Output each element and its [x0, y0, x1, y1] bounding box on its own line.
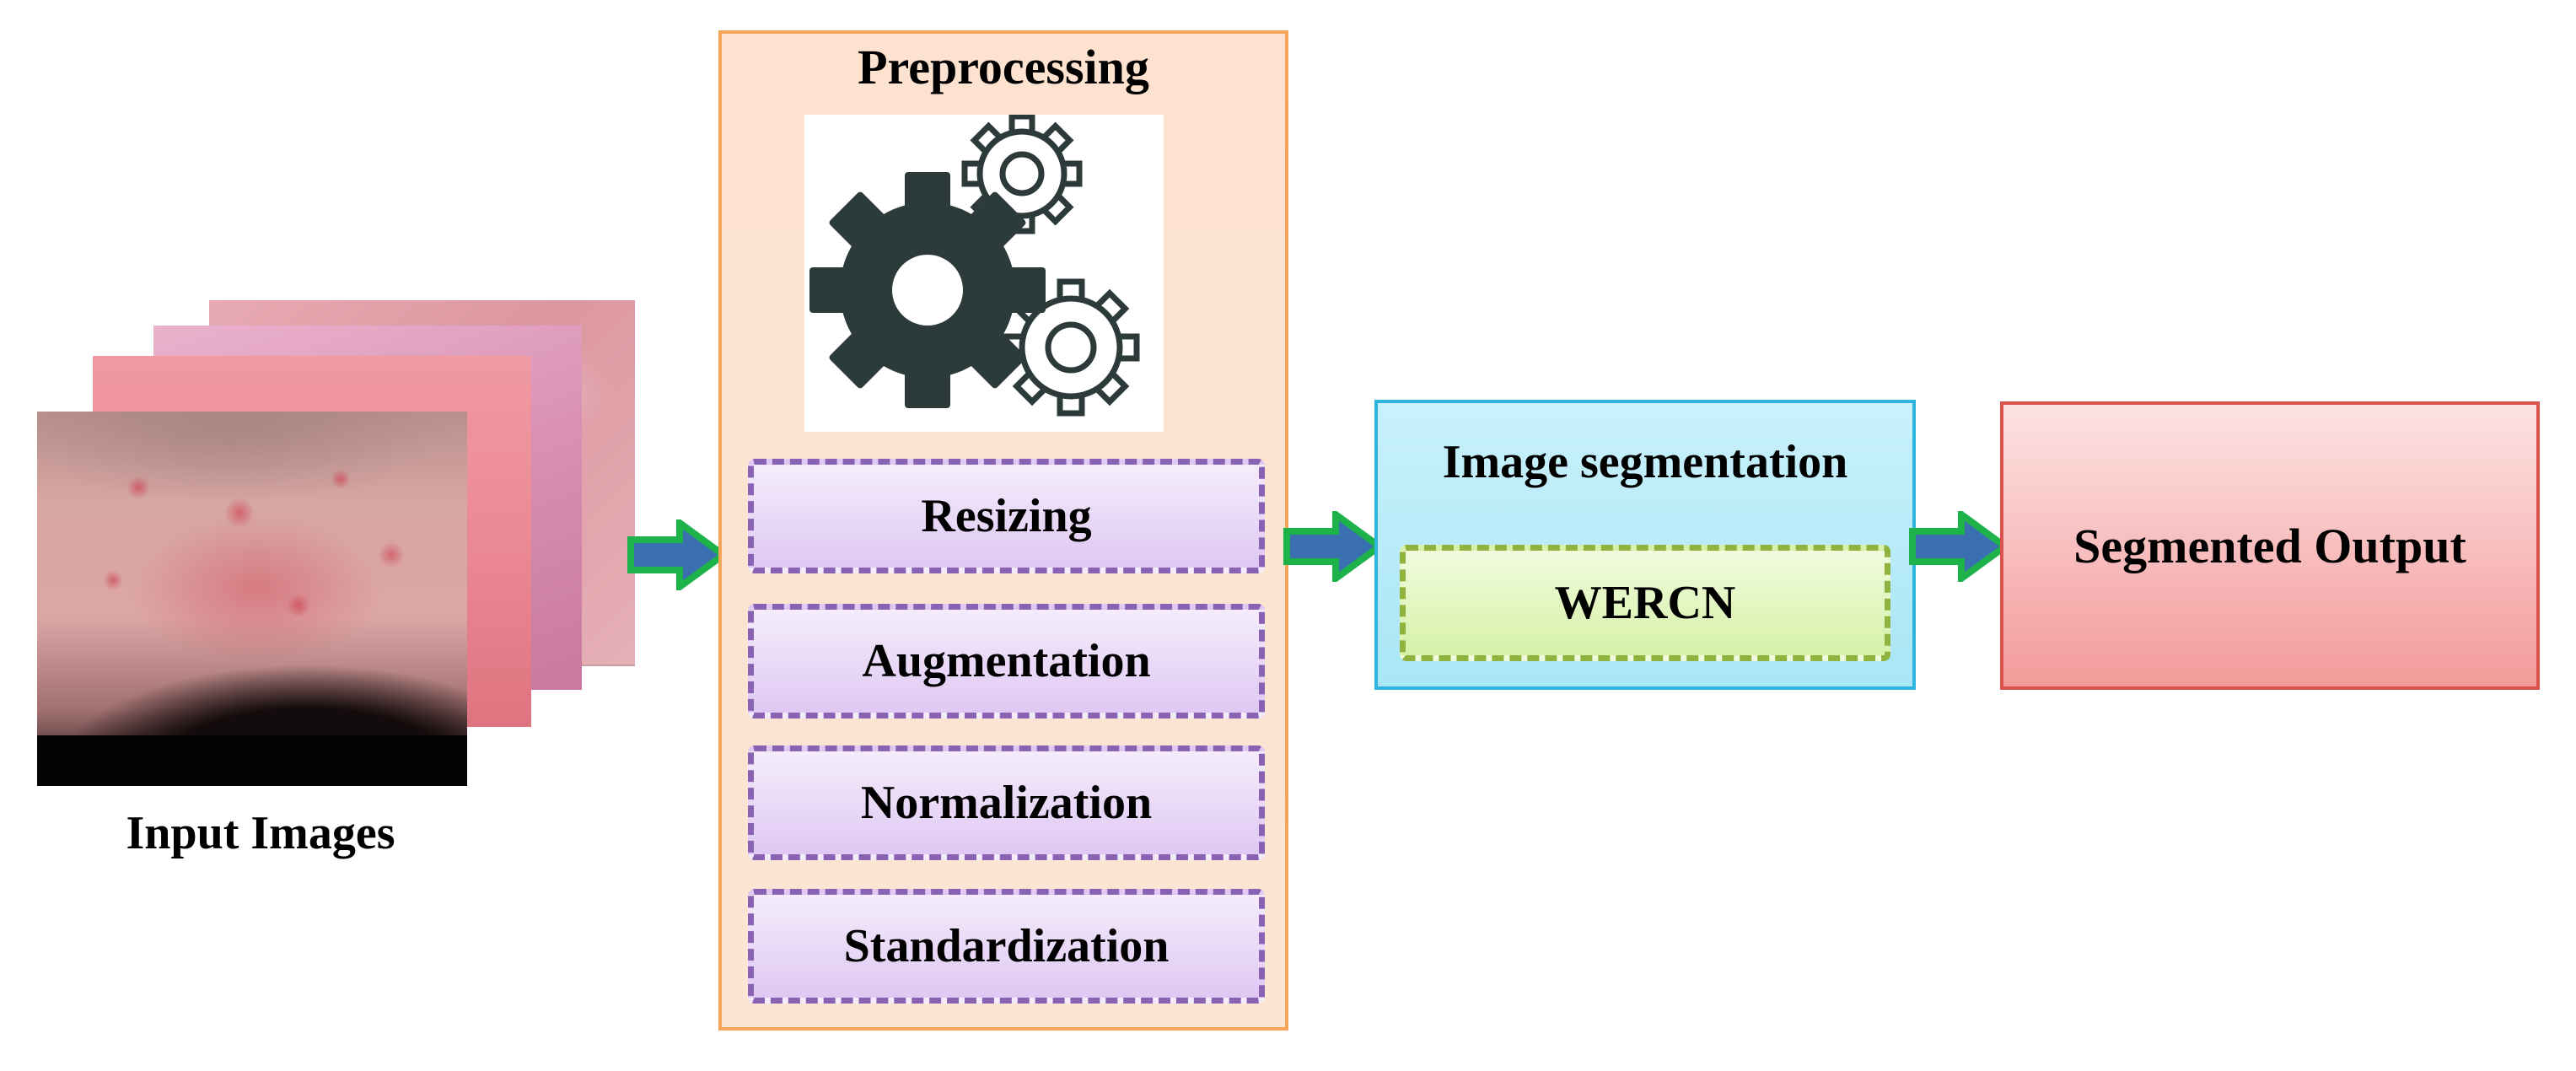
- segmented-output-panel: [2000, 401, 2540, 690]
- input-image-1: [37, 412, 467, 786]
- step-standardization: Standardization: [748, 889, 1265, 1004]
- step-label: Augmentation: [862, 635, 1151, 687]
- input-images-caption: Input Images: [126, 807, 395, 859]
- model-box-wercn: WERCN: [1400, 545, 1890, 661]
- input-image-shadow: [37, 735, 467, 786]
- gears-icon: [804, 113, 1164, 432]
- step-resizing: Resizing: [748, 459, 1265, 573]
- segmentation-title: Image segmentation: [1442, 436, 1848, 488]
- segmented-output-label: Segmented Output: [2073, 519, 2466, 573]
- step-augmentation: Augmentation: [748, 604, 1265, 718]
- step-label: Normalization: [860, 777, 1153, 829]
- step-label: Resizing: [921, 490, 1092, 542]
- model-label: WERCN: [1554, 577, 1736, 629]
- preprocessing-title: Preprocessing: [858, 40, 1149, 94]
- arrow-right-icon: [627, 519, 729, 590]
- arrow-right-icon: [1909, 511, 2010, 582]
- step-normalization: Normalization: [748, 745, 1265, 860]
- step-label: Standardization: [843, 920, 1170, 972]
- arrow-right-icon: [1283, 511, 1385, 582]
